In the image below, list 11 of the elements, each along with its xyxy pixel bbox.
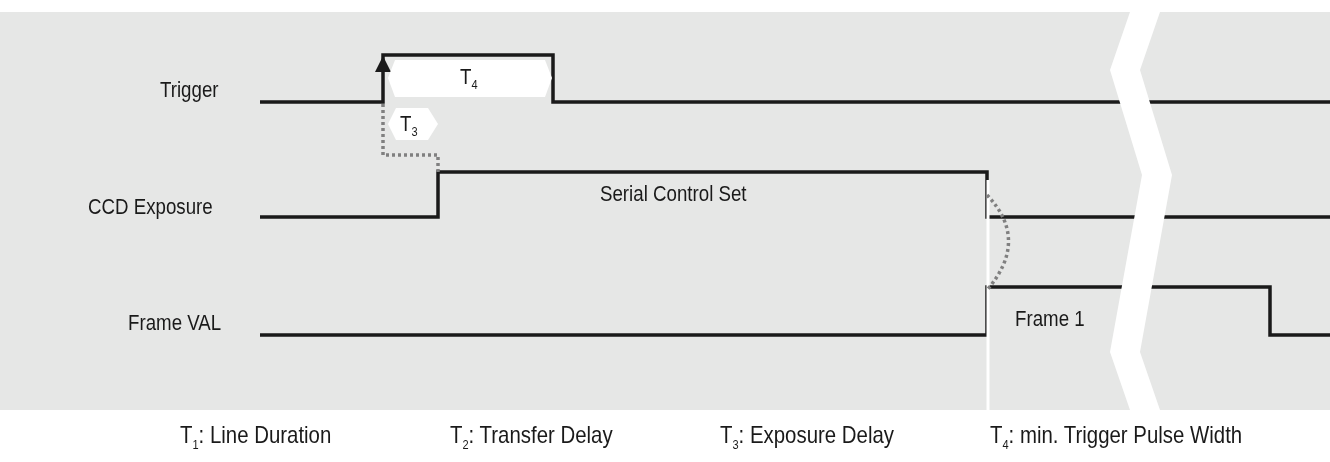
signal-name: CCD Exposure: [88, 194, 213, 220]
signal-name: Trigger: [160, 77, 219, 103]
legend-text: T$_{2}$: Transfer Delay: [450, 422, 613, 454]
legend-text: T$_{1}$: Line Duration: [180, 422, 332, 454]
signal-name: Frame VAL: [128, 310, 222, 336]
interval-label: T$_{4}$: [460, 64, 478, 95]
legend-text: T$_{3}$: Exposure Delay: [720, 422, 894, 454]
waveform-label: Frame 1: [1015, 306, 1085, 332]
interval-label: T$_{3}$: [400, 111, 418, 142]
waveform-label: Serial Control Set: [600, 181, 747, 207]
legend-text: T$_{4}$: min. Trigger Pulse Width: [990, 422, 1243, 454]
